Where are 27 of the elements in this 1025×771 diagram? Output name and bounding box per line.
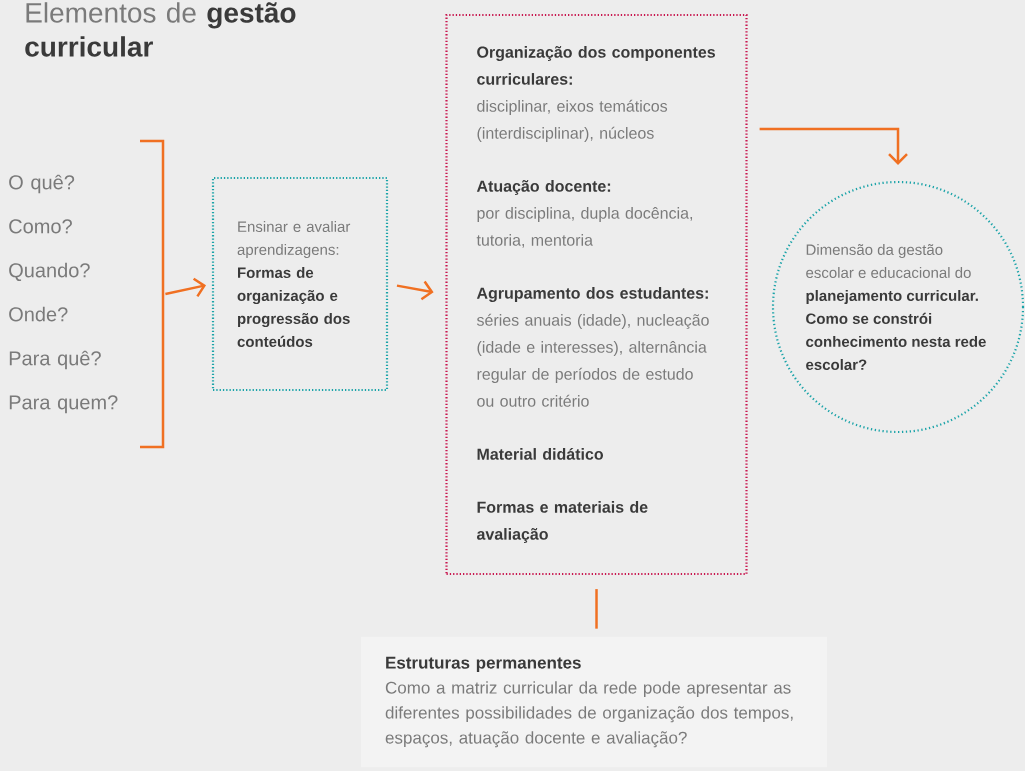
section-text: por disciplina, dupla docência, tutoria, mentoria	[476, 207, 693, 248]
question: Para quê?	[9, 350, 101, 370]
dotted-box	[445, 13, 748, 576]
circle-text: Dimensão da gestão escolar e educacional do planejamento curricular. Como se constrói conhecimento nesta rede escolar?	[806, 244, 986, 370]
question: O quê?	[9, 174, 75, 194]
question: Onde?	[9, 306, 68, 322]
arrow	[396, 280, 434, 301]
dotted-box	[211, 176, 389, 392]
section-heading: Organização dos componentes curriculares:	[477, 46, 715, 85]
panel-text: Como a matriz curricular da rede pode apresentar as diferentes possibilidades de organização dos tempos, espaços, atuação docente e avaliação?	[385, 681, 793, 748]
panel-heading: Estruturas permanentes	[386, 656, 581, 673]
arrow	[759, 127, 908, 165]
question: Como?	[9, 219, 72, 234]
section-heading: Agrupamento dos estudantes:	[476, 287, 708, 303]
section-heading: Formas e materiais de avaliação	[477, 501, 648, 543]
section-text: séries anuais (idade), nucleação (idade e interesses), alternância regular de períodos de estudo ou outro critério	[476, 313, 709, 407]
title: Elementos de gestão curricular	[25, 2, 296, 57]
question: Quando?	[9, 262, 90, 281]
bracket	[140, 139, 165, 449]
box-text: Ensinar e avaliar aprendizagens: Formas de organização e progressão dos conteúdos	[237, 221, 351, 347]
section-heading: Material didático	[477, 447, 603, 460]
section-text: disciplinar, eixos temáticos (interdisciplinar), núcleos	[477, 99, 668, 142]
dotted-circle	[771, 180, 1025, 434]
section-heading: Atuação docente:	[476, 180, 611, 195]
arrow	[165, 277, 207, 297]
question: Para quem?	[9, 395, 118, 414]
connector-line	[595, 589, 598, 629]
